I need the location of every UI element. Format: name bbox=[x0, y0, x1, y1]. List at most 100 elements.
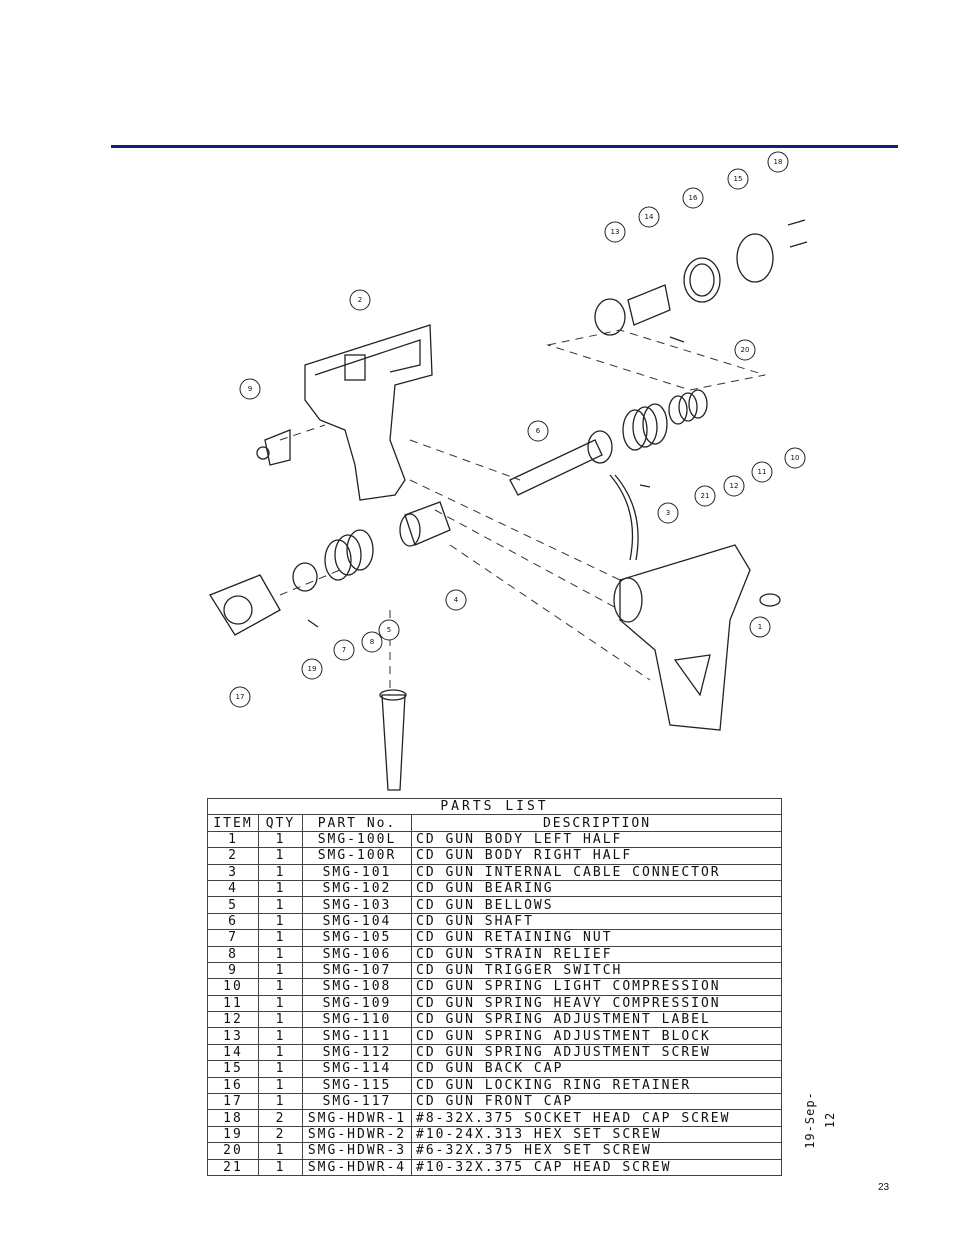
spring-light-part bbox=[668, 389, 708, 425]
qty-cell: 1 bbox=[258, 1158, 303, 1176]
callout-21: 21 bbox=[701, 492, 710, 500]
part-no-cell: SMG-102 bbox=[302, 879, 412, 898]
description-cell: CD GUN INTERNAL CABLE CONNECTOR bbox=[411, 863, 782, 881]
qty-cell: 1 bbox=[258, 1060, 303, 1078]
item-cell: 15 bbox=[207, 1060, 259, 1078]
exploded-view-svg: 1 2 3 4 5 6 7 8 9 10 11 12 13 14 15 16 1… bbox=[209, 151, 808, 791]
qty-cell: 1 bbox=[258, 1076, 303, 1095]
qty-cell: 1 bbox=[258, 1027, 303, 1045]
item-cell: 21 bbox=[207, 1158, 259, 1176]
header-description: DESCRIPTION bbox=[411, 814, 782, 832]
qty-cell: 1 bbox=[258, 847, 303, 865]
part-no-cell: SMG-HDWR-4 bbox=[302, 1158, 412, 1176]
item-cell: 1 bbox=[207, 830, 259, 849]
item-cell: 13 bbox=[207, 1027, 259, 1045]
front-cap-part bbox=[209, 574, 281, 636]
item-cell: 9 bbox=[207, 961, 259, 980]
item-cell: 2 bbox=[207, 847, 259, 865]
item-cell: 5 bbox=[207, 896, 259, 914]
item-cell: 14 bbox=[207, 1043, 259, 1062]
parts-list-table: PARTS LIST ITEM QTY PART No. DESCRIPTION… bbox=[207, 797, 782, 1176]
callout-8: 8 bbox=[370, 638, 374, 646]
qty-cell: 1 bbox=[258, 945, 303, 963]
part-no-cell: SMG-100R bbox=[302, 847, 412, 865]
qty-cell: 1 bbox=[258, 863, 303, 881]
description-cell: #10-24X.313 HEX SET SCREW bbox=[411, 1125, 782, 1144]
description-cell: CD GUN SPRING ADJUSTMENT LABEL bbox=[411, 1011, 782, 1029]
part-no-cell: SMG-109 bbox=[302, 994, 412, 1013]
qty-cell: 1 bbox=[258, 830, 303, 849]
description-cell: CD GUN RETAINING NUT bbox=[411, 929, 782, 947]
back-cap-part bbox=[736, 233, 774, 283]
callout-10: 10 bbox=[791, 454, 800, 462]
hex-set-screw-small-part bbox=[669, 336, 685, 343]
item-cell: 6 bbox=[207, 912, 259, 931]
part-no-cell: SMG-103 bbox=[302, 896, 412, 914]
qty-cell: 1 bbox=[258, 978, 303, 996]
part-no-cell: SMG-106 bbox=[302, 945, 412, 963]
item-cell: 3 bbox=[207, 863, 259, 881]
locking-ring-part bbox=[683, 257, 721, 303]
item-cell: 16 bbox=[207, 1076, 259, 1095]
parts-list-title-row: PARTS LIST bbox=[207, 797, 782, 816]
callout-5: 5 bbox=[387, 626, 391, 634]
header-qty: QTY bbox=[258, 814, 303, 832]
adjustment-screw-part bbox=[627, 284, 671, 326]
qty-cell: 1 bbox=[258, 1043, 303, 1062]
parts-list-header-row: ITEM QTY PART No. DESCRIPTION bbox=[207, 814, 782, 832]
callout-6: 6 bbox=[536, 427, 541, 435]
part-no-cell: SMG-HDWR-1 bbox=[302, 1109, 412, 1127]
bearing-part bbox=[404, 501, 451, 546]
header-item: ITEM bbox=[207, 814, 259, 832]
description-cell: CD GUN BACK CAP bbox=[411, 1060, 782, 1078]
socket-head-screw-part bbox=[787, 219, 808, 248]
callout-20: 20 bbox=[741, 346, 750, 354]
description-cell: CD GUN BODY RIGHT HALF bbox=[411, 847, 782, 865]
callout-7: 7 bbox=[342, 646, 346, 654]
part-no-cell: SMG-104 bbox=[302, 912, 412, 931]
qty-cell: 1 bbox=[258, 961, 303, 980]
qty-cell: 2 bbox=[258, 1109, 303, 1127]
date-stamp: 19-Sep-12 bbox=[803, 1091, 837, 1149]
part-no-cell: SMG-111 bbox=[302, 1027, 412, 1045]
qty-cell: 2 bbox=[258, 1125, 303, 1144]
item-cell: 8 bbox=[207, 945, 259, 963]
qty-cell: 1 bbox=[258, 912, 303, 931]
item-cell: 10 bbox=[207, 978, 259, 996]
qty-cell: 1 bbox=[258, 1142, 303, 1160]
description-cell: CD GUN SPRING HEAVY COMPRESSION bbox=[411, 994, 782, 1013]
callout-3: 3 bbox=[666, 509, 670, 517]
spring-heavy-part bbox=[622, 403, 668, 451]
item-cell: 7 bbox=[207, 929, 259, 947]
description-cell: CD GUN TRIGGER SWITCH bbox=[411, 961, 782, 980]
part-no-cell: SMG-115 bbox=[302, 1076, 412, 1095]
description-cell: CD GUN SHAFT bbox=[411, 912, 782, 931]
qty-cell: 1 bbox=[258, 1093, 303, 1111]
parts-list-title: PARTS LIST bbox=[207, 797, 782, 816]
item-cell: 18 bbox=[207, 1109, 259, 1127]
body-right-half-part bbox=[304, 324, 433, 501]
description-cell: #10-32X.375 CAP HEAD SCREW bbox=[411, 1158, 782, 1176]
exploded-view-diagram: 1 2 3 4 5 6 7 8 9 10 11 12 13 14 15 16 1… bbox=[150, 150, 830, 795]
callout-17: 17 bbox=[236, 693, 245, 701]
item-cell: 11 bbox=[207, 994, 259, 1013]
callout-13: 13 bbox=[611, 228, 620, 236]
callout-4: 4 bbox=[454, 596, 459, 604]
callout-18: 18 bbox=[774, 158, 783, 166]
callout-15: 15 bbox=[734, 175, 743, 183]
item-cell: 4 bbox=[207, 879, 259, 898]
adjustment-label-part bbox=[759, 593, 781, 607]
